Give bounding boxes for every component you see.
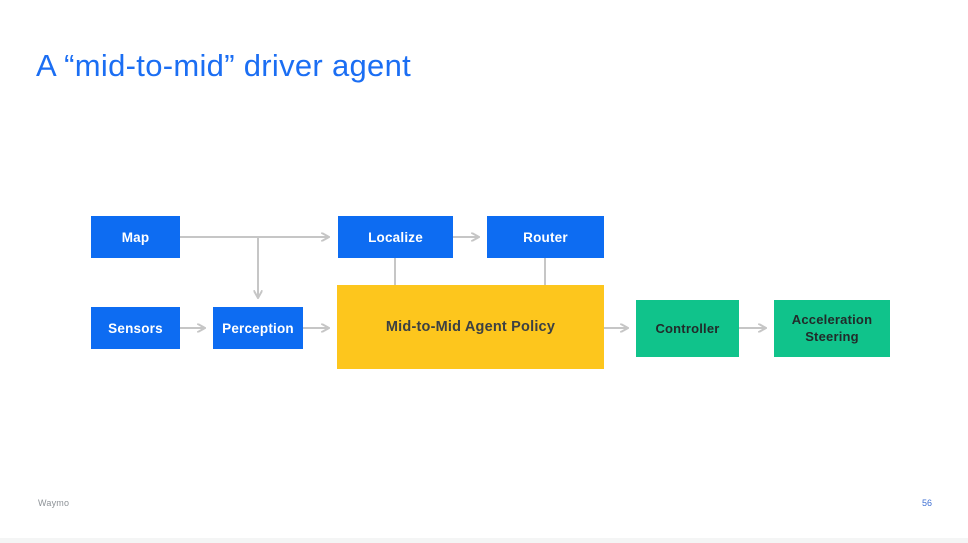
node-sensors-label: Sensors [108, 320, 163, 336]
node-perception-label: Perception [222, 320, 294, 336]
node-acceleration-steering: Acceleration Steering [774, 300, 890, 357]
waymo-wordmark: Waymo [38, 498, 70, 508]
node-controller: Controller [636, 300, 739, 357]
node-localize-label: Localize [368, 229, 423, 245]
node-mid-to-mid-agent-policy: Mid-to-Mid Agent Policy [337, 285, 604, 369]
node-controller-label: Controller [655, 321, 720, 336]
node-router-label: Router [523, 229, 568, 245]
node-router: Router [487, 216, 604, 258]
node-output-label-line1: Acceleration [791, 311, 873, 327]
slide-title: A “mid-to-mid” driver agent [36, 48, 412, 83]
page-number: 56 [921, 498, 932, 508]
node-map-label: Map [121, 229, 150, 245]
node-output-label-line2: Steering [805, 328, 859, 344]
node-output-label: Acceleration Steering [792, 312, 872, 346]
bottom-strip [0, 538, 968, 543]
node-sensors: Sensors [91, 307, 180, 349]
node-perception: Perception [213, 307, 303, 349]
node-map: Map [91, 216, 180, 258]
node-policy-label: Mid-to-Mid Agent Policy [385, 319, 556, 335]
node-localize: Localize [338, 216, 453, 258]
